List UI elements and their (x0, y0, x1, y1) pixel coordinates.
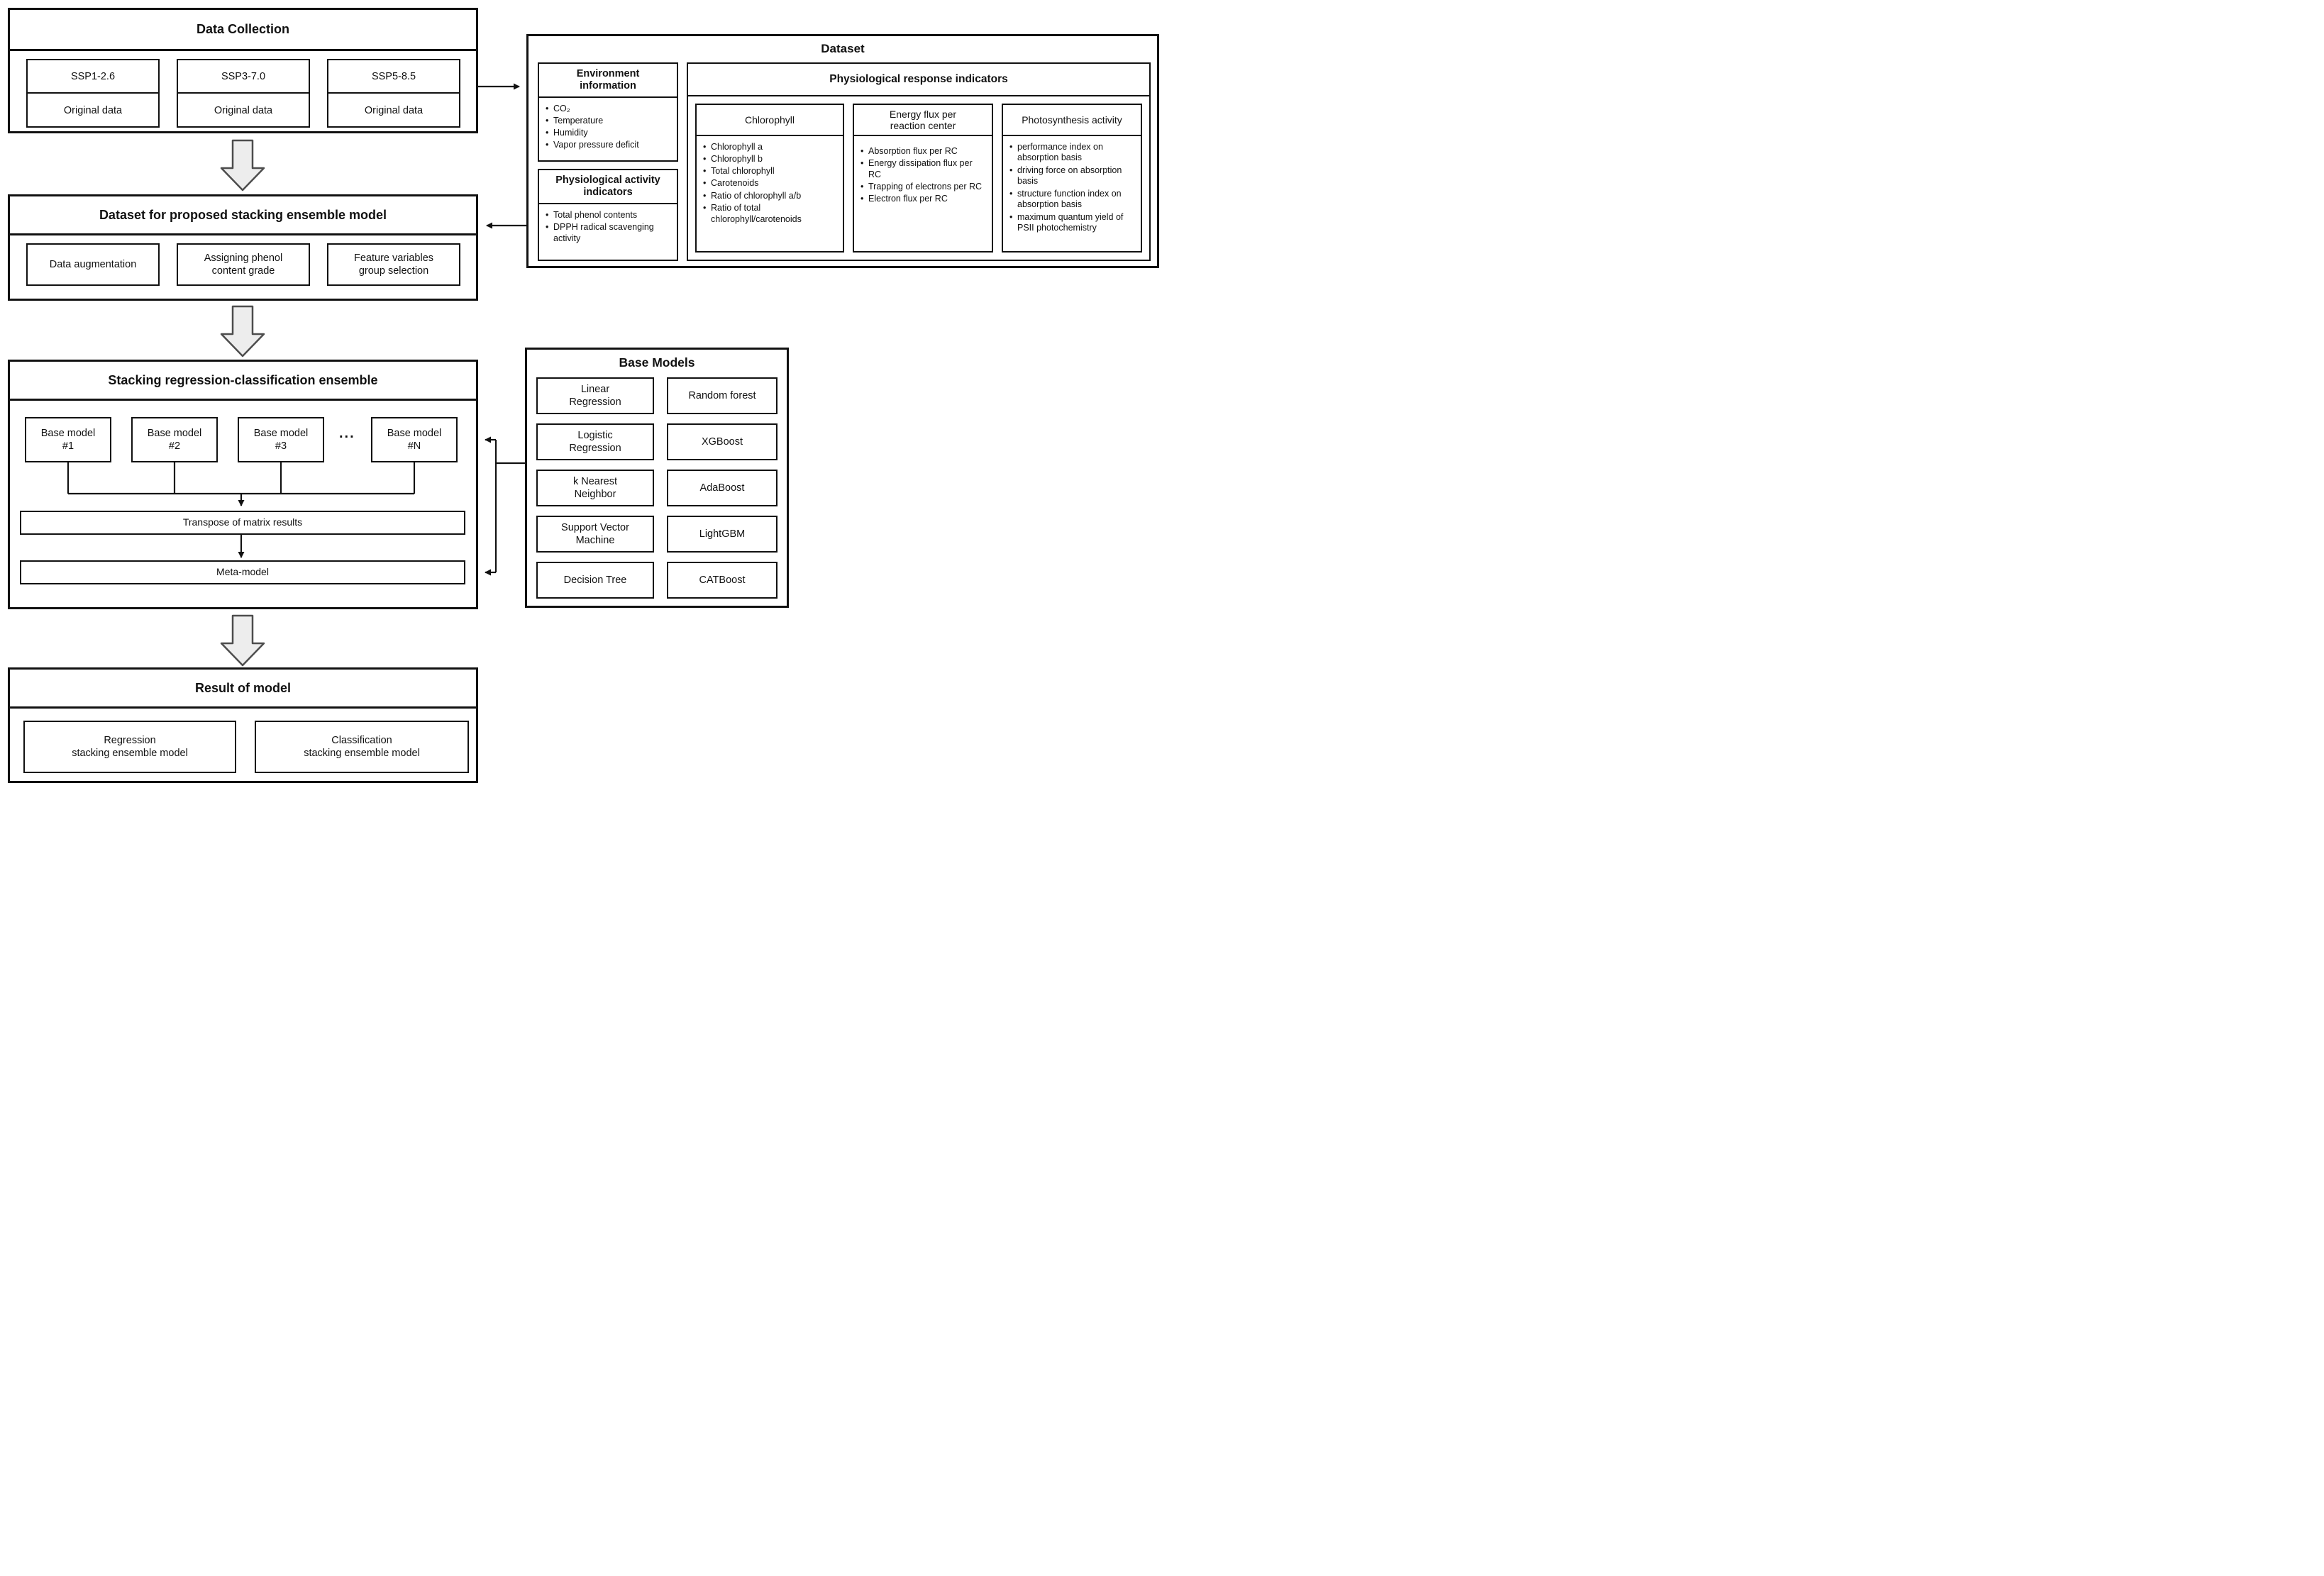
list-item: Humidity (545, 128, 673, 139)
result-panel: Result of model Regression stacking ensem… (8, 667, 478, 783)
meta-model-label: Meta-model (216, 566, 269, 578)
list-item: CO₂ (545, 104, 673, 115)
model-catboost: CATBoost (667, 562, 778, 599)
stacking-ensemble-title: Stacking regression-classification ensem… (10, 362, 476, 401)
classification-output-line1: Classification (331, 734, 392, 746)
base-model-3-label: Base model (253, 427, 309, 439)
photosynthesis-group-box: Photosynthesis activity performance inde… (1002, 104, 1142, 253)
model-decision-tree: Decision Tree (536, 562, 654, 599)
energy-flux-list: Absorption flux per RC Energy dissipatio… (854, 136, 992, 209)
list-item: maximum quantum yield of PSII photochemi… (1009, 212, 1136, 235)
ssp5-column: SSP5-8.5 Original data (327, 59, 460, 128)
base-models-title: Base Models (619, 355, 695, 370)
classification-output-box: Classification stacking ensemble model (255, 721, 469, 773)
dataset-title: Dataset (821, 42, 865, 55)
base-model-1-label: Base model (40, 427, 96, 439)
base-model-n-number: #N (407, 440, 421, 452)
list-item: Vapor pressure deficit (545, 140, 673, 151)
list-item: driving force on absorption basis (1009, 165, 1136, 188)
list-item: DPPH radical scavenging activity (545, 222, 661, 245)
energy-flux-group-title: Energy flux per reaction center (854, 105, 992, 136)
model-lightgbm: LightGBM (667, 516, 778, 553)
list-item: Total chlorophyll (702, 166, 839, 177)
environment-info-title: Environment information (539, 64, 677, 98)
physio-activity-list: Total phenol contents DPPH radical scave… (539, 204, 677, 248)
chlorophyll-group-box: Chlorophyll Chlorophyll a Chlorophyll b … (695, 104, 844, 253)
physio-activity-box: Physiological activity indicators Total … (538, 169, 678, 261)
ssp1-original-data-label: Original data (63, 104, 123, 116)
base-model-1-box: Base model#1 (25, 417, 111, 462)
base-model-2-number: #2 (168, 440, 181, 452)
model-xgboost: XGBoost (667, 423, 778, 460)
regression-output-line1: Regression (104, 734, 156, 746)
list-item: Chlorophyll b (702, 154, 839, 165)
transpose-box: Transpose of matrix results (20, 511, 465, 535)
energy-flux-group-box: Energy flux per reaction center Absorpti… (853, 104, 993, 253)
model-random-forest: Random forest (667, 377, 778, 414)
model-adaboost: AdaBoost (667, 470, 778, 506)
chlorophyll-list: Chlorophyll a Chlorophyll b Total chloro… (697, 136, 843, 229)
diagram-canvas: Data Collection SSP1-2.6 Original data S… (0, 0, 1162, 788)
flow-arrow-down-icon (220, 305, 265, 357)
ssp1-scenario-label: SSP1-2.6 (28, 60, 158, 94)
list-item: structure function index on absorption b… (1009, 189, 1136, 211)
step-assigning-phenol-grade: Assigning phenol content grade (177, 243, 310, 286)
step-data-augmentation: Data augmentation (26, 243, 160, 286)
ssp5-original-data-label: Original data (364, 104, 424, 116)
list-item: Ratio of total chlorophyll/carotenoids (702, 203, 839, 226)
flow-arrow-down-icon (220, 139, 265, 192)
list-item: Carotenoids (702, 178, 839, 189)
ssp5-scenario-label: SSP5-8.5 (328, 60, 459, 94)
list-item: Chlorophyll a (702, 142, 839, 153)
list-item: Electron flux per RC (860, 194, 987, 205)
model-svm: Support Vector Machine (536, 516, 654, 553)
base-model-n-box: Base model#N (371, 417, 458, 462)
base-model-2-label: Base model (147, 427, 202, 439)
flow-arrow-down-icon (220, 614, 265, 667)
base-model-1-number: #1 (62, 440, 74, 452)
list-item: Absorption flux per RC (860, 146, 987, 157)
result-title: Result of model (10, 670, 476, 709)
ellipsis-label: ... (339, 426, 355, 441)
response-indicators-title: Physiological response indicators (688, 64, 1149, 96)
list-item: Ratio of chlorophyll a/b (702, 191, 839, 202)
list-item: Trapping of electrons per RC (860, 182, 987, 193)
base-model-3-box: Base model#3 (238, 417, 324, 462)
photosynthesis-list: performance index on absorption basis dr… (1003, 136, 1141, 238)
chlorophyll-group-title: Chlorophyll (697, 105, 843, 136)
ssp1-column: SSP1-2.6 Original data (26, 59, 160, 128)
meta-model-box: Meta-model (20, 560, 465, 584)
regression-output-line2: stacking ensemble model (72, 748, 188, 759)
ssp3-scenario-label: SSP3-7.0 (178, 60, 309, 94)
list-item: Temperature (545, 116, 673, 127)
photosynthesis-group-title: Photosynthesis activity (1003, 105, 1141, 136)
base-model-2-box: Base model#2 (131, 417, 218, 462)
base-model-3-number: #3 (275, 440, 287, 452)
list-item: Total phenol contents (545, 210, 661, 221)
transpose-label: Transpose of matrix results (182, 516, 303, 528)
list-item: Energy dissipation flux per RC (860, 158, 987, 181)
model-knn: k Nearest Neighbor (536, 470, 654, 506)
dataset-for-model-title: Dataset for proposed stacking ensemble m… (10, 196, 476, 235)
physio-activity-title: Physiological activity indicators (539, 170, 677, 204)
model-logistic-regression: Logistic Regression (536, 423, 654, 460)
step-feature-group-selection: Feature variables group selection (327, 243, 460, 286)
data-collection-title: Data Collection (10, 10, 476, 51)
list-item: performance index on absorption basis (1009, 142, 1136, 165)
base-model-n-label: Base model (387, 427, 442, 439)
ssp3-column: SSP3-7.0 Original data (177, 59, 310, 128)
data-collection-panel: Data Collection SSP1-2.6 Original data S… (8, 8, 478, 133)
environment-info-list: CO₂ Temperature Humidity Vapor pressure … (539, 98, 677, 155)
model-linear-regression: Linear Regression (536, 377, 654, 414)
ssp3-original-data-label: Original data (214, 104, 273, 116)
environment-info-box: Environment information CO₂ Temperature … (538, 62, 678, 162)
regression-output-box: Regression stacking ensemble model (23, 721, 236, 773)
classification-output-line2: stacking ensemble model (304, 748, 420, 759)
dataset-for-model-panel: Dataset for proposed stacking ensemble m… (8, 194, 478, 301)
